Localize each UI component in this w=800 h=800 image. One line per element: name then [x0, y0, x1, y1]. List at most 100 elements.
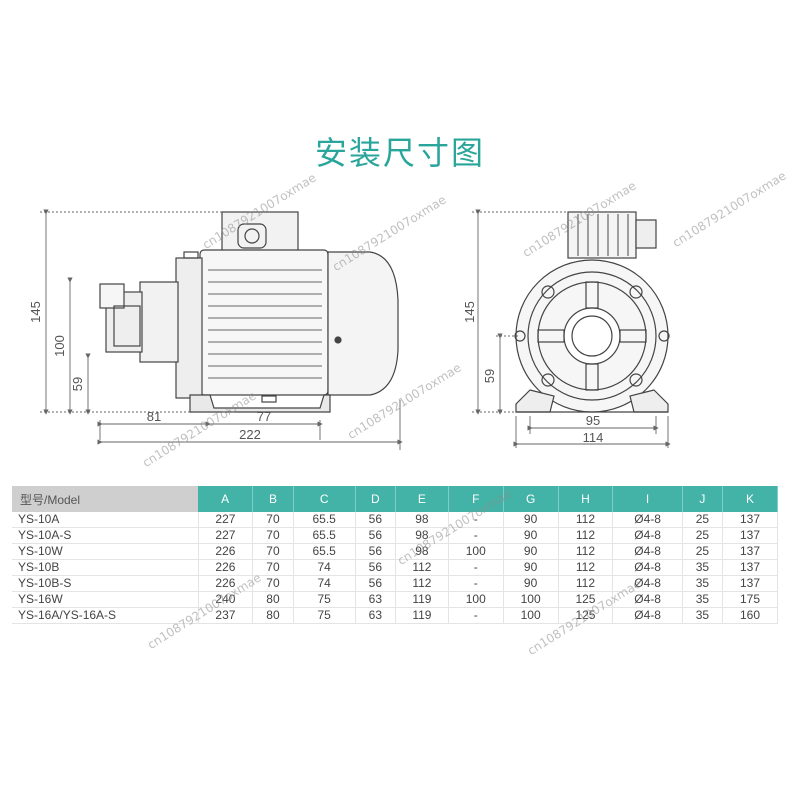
value-cell: 137: [722, 512, 778, 528]
side-dim-81: 81: [147, 409, 161, 424]
value-cell: 56: [355, 559, 396, 576]
header-col: F: [448, 486, 504, 512]
page-title: 安装尺寸图: [314, 134, 485, 172]
header-col: I: [612, 486, 683, 512]
value-cell: Ø4-8: [612, 559, 683, 576]
header-col: A: [198, 486, 254, 512]
model-cell: YS-16W: [12, 591, 199, 608]
value-cell: 56: [355, 543, 396, 560]
value-cell: 56: [355, 527, 396, 544]
value-cell: 25: [682, 512, 724, 528]
value-cell: 65.5: [293, 543, 356, 560]
value-cell: 74: [293, 575, 356, 592]
value-cell: 90: [503, 543, 559, 560]
value-cell: 70: [252, 575, 294, 592]
value-cell: 137: [722, 543, 778, 560]
header-col: E: [395, 486, 449, 512]
value-cell: 70: [252, 559, 294, 576]
value-cell: 80: [252, 591, 294, 608]
value-cell: Ø4-8: [612, 591, 683, 608]
value-cell: 227: [198, 527, 254, 544]
value-cell: Ø4-8: [612, 527, 683, 544]
front-dim-59: 59: [482, 369, 497, 383]
value-cell: 70: [252, 512, 294, 528]
value-cell: 100: [503, 607, 559, 624]
value-cell: 56: [355, 512, 396, 528]
value-cell: 137: [722, 527, 778, 544]
header-col: B: [252, 486, 294, 512]
value-cell: Ø4-8: [612, 543, 683, 560]
value-cell: 25: [682, 543, 724, 560]
value-cell: 70: [252, 527, 294, 544]
header-col: K: [722, 486, 778, 512]
header-col: H: [558, 486, 614, 512]
value-cell: 35: [682, 575, 724, 592]
model-cell: YS-16A/YS-16A-S: [12, 607, 199, 624]
value-cell: 125: [558, 607, 614, 624]
value-cell: 237: [198, 607, 254, 624]
front-view-drawing: [514, 211, 670, 413]
value-cell: 90: [503, 512, 559, 528]
header-model: 型号/Model: [12, 486, 198, 512]
value-cell: 90: [503, 575, 559, 592]
value-cell: 35: [682, 591, 724, 608]
value-cell: Ø4-8: [612, 607, 683, 624]
value-cell: Ø4-8: [612, 575, 683, 592]
side-dim-77: 77: [257, 409, 271, 424]
value-cell: 226: [198, 543, 254, 560]
front-dim-145: 145: [462, 301, 477, 323]
side-view-drawing: [99, 211, 399, 413]
value-cell: 65.5: [293, 512, 356, 528]
side-dim-222: 222: [239, 427, 261, 442]
model-cell: YS-10A: [12, 512, 199, 528]
model-cell: YS-10B-S: [12, 575, 199, 592]
front-dim-114: 114: [583, 430, 604, 445]
value-cell: 70: [252, 543, 294, 560]
value-cell: 125: [558, 591, 614, 608]
value-cell: 80: [252, 607, 294, 624]
side-dim-145: 145: [28, 301, 43, 323]
value-cell: -: [448, 607, 504, 624]
value-cell: 98: [395, 543, 449, 560]
header-col: D: [355, 486, 396, 512]
model-cell: YS-10B: [12, 559, 199, 576]
value-cell: 63: [355, 607, 396, 624]
value-cell: 240: [198, 591, 254, 608]
header-col: C: [293, 486, 356, 512]
value-cell: 112: [558, 543, 614, 560]
table-header-row: 型号/Model A B C D E F G H I J K: [12, 486, 778, 512]
value-cell: 137: [722, 559, 778, 576]
value-cell: 56: [355, 575, 396, 592]
value-cell: 119: [395, 591, 449, 608]
header-col: G: [503, 486, 559, 512]
value-cell: 98: [395, 512, 449, 528]
value-cell: Ø4-8: [612, 512, 683, 528]
value-cell: -: [448, 559, 504, 576]
value-cell: 226: [198, 575, 254, 592]
value-cell: 112: [558, 527, 614, 544]
value-cell: 100: [448, 543, 504, 560]
side-dim-100: 100: [52, 335, 67, 357]
value-cell: -: [448, 512, 504, 528]
value-cell: 112: [558, 575, 614, 592]
value-cell: 112: [395, 559, 449, 576]
value-cell: 100: [448, 591, 504, 608]
side-dim-59: 59: [70, 377, 85, 391]
value-cell: 75: [293, 607, 356, 624]
value-cell: 100: [503, 591, 559, 608]
value-cell: 227: [198, 512, 254, 528]
value-cell: 25: [682, 527, 724, 544]
header-col: J: [682, 486, 724, 512]
value-cell: 137: [722, 575, 778, 592]
value-cell: 65.5: [293, 527, 356, 544]
value-cell: 112: [395, 575, 449, 592]
value-cell: 75: [293, 591, 356, 608]
value-cell: 35: [682, 607, 724, 624]
